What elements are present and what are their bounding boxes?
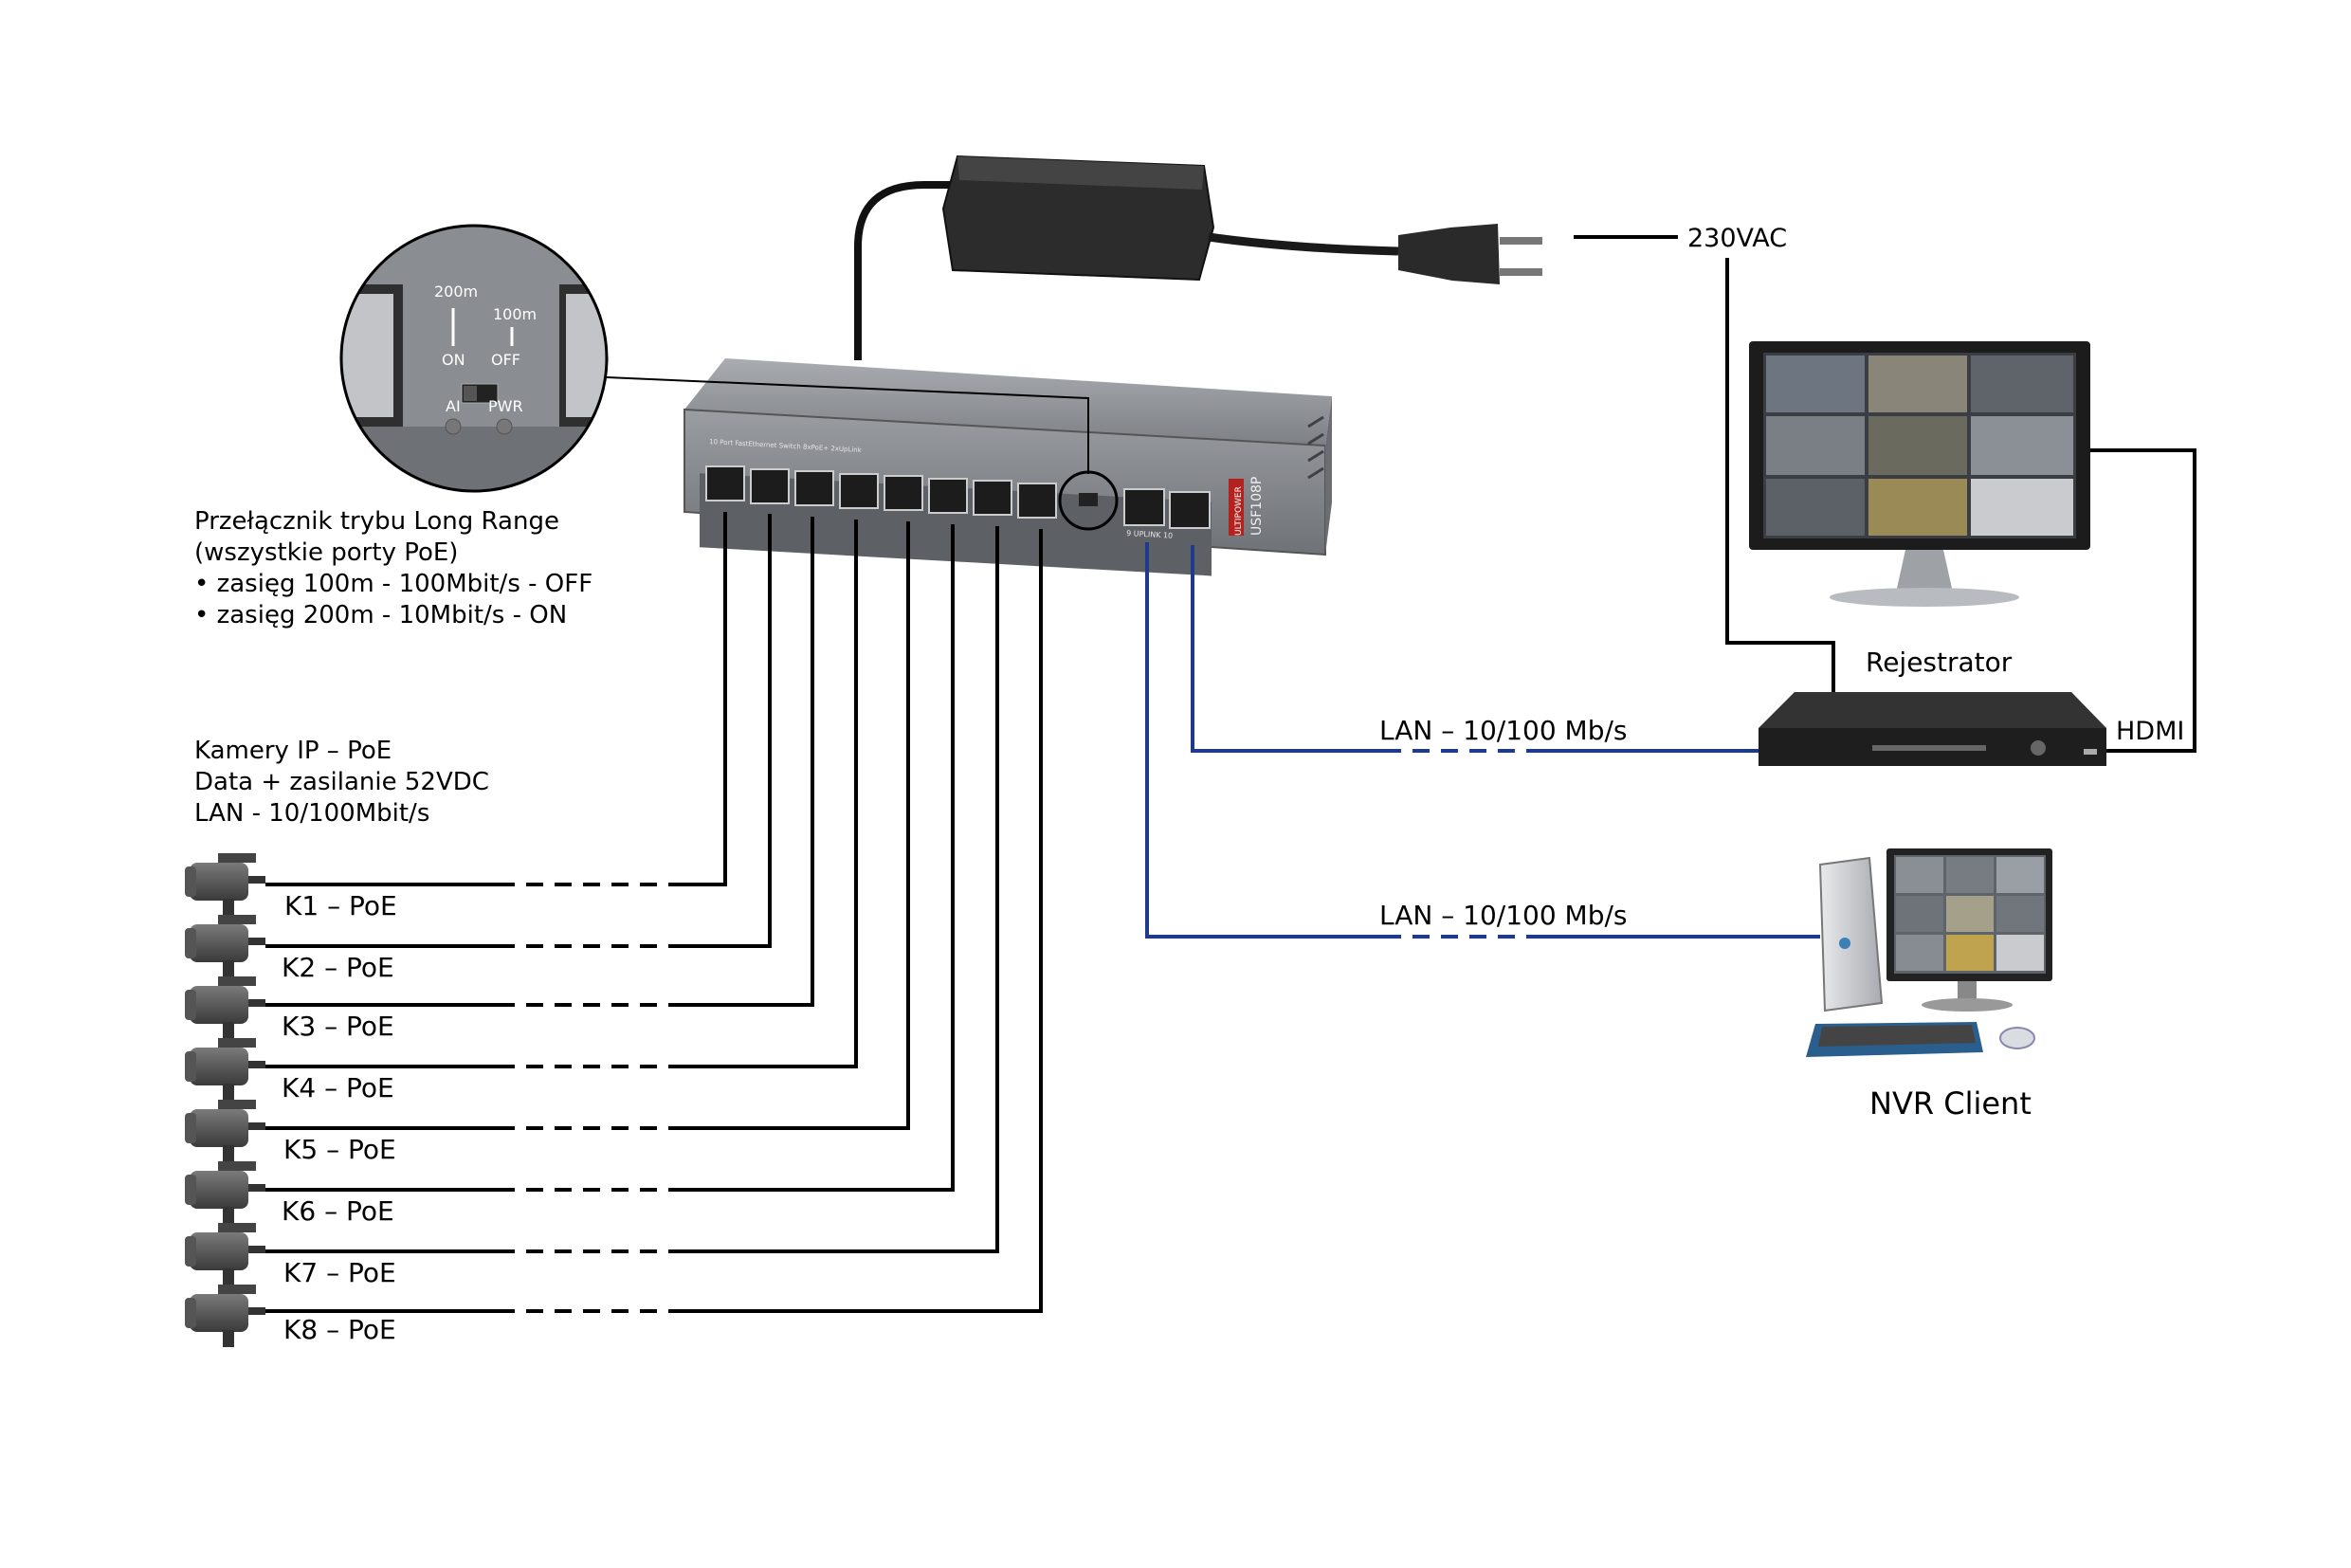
recorder-label: Rejestrator [1866,647,2013,678]
camera-icon-4 [185,1038,265,1101]
camera-icon-2 [185,915,265,977]
camera-icon-6 [185,1161,265,1224]
side-vents [1307,415,1324,480]
long-range-note-line-2: (wszystkie porty PoE) [194,538,458,567]
camera-link-8 [265,529,1043,1313]
zoom-label-ai: AI [446,397,461,415]
long-range-note: Przełącznik trybu Long Range (wszystkie … [194,507,592,629]
camera-icon-7 [185,1223,265,1285]
cameras [185,853,265,1347]
camera-icon-5 [185,1100,265,1162]
camera-icon-8 [185,1285,265,1347]
cameras-note-line-3: LAN - 10/100Mbit/s [194,799,429,828]
camera-link-2 [265,514,772,948]
nvr-client-label: NVR Client [1869,1085,2032,1121]
power-plug [1398,224,1542,284]
client-lan-label: LAN – 10/100 Mb/s [1379,900,1628,931]
zoom-leader-line [606,376,1089,474]
switch-side [1325,396,1332,555]
camera-label-6: K6 – PoE [282,1195,394,1227]
switch-brand: ULTIPOWER [1234,486,1244,536]
camera-link-1 [265,512,727,886]
rj45-port-2 [750,468,790,504]
camera-label-4: K4 – PoE [282,1072,394,1103]
monitor-stand [1896,550,1953,593]
dc-cable [854,181,953,360]
poe-switch: 10 Port FastEthernet Switch 8xPoE+ 2xUpL… [683,358,1332,576]
rj45-port-3 [794,470,834,506]
switch-model: USF108P [1249,477,1265,536]
long-range-note-line-4: • zasięg 200m - 10Mbit/s - ON [194,601,567,629]
camera-link-3 [265,517,814,1007]
power-adapter: 230VAC [854,155,1787,360]
zoom-label-pwr: PWR [488,397,523,415]
camera-label-8: K8 – PoE [283,1314,396,1345]
rj45-port-6 [928,478,968,514]
recorder-buttons [1872,740,2097,756]
client-monitor-stand [1958,981,1977,1000]
uplink-port-9 [1123,488,1165,526]
power-to-recorder-line [1725,258,1835,692]
monitor [1749,341,2090,607]
poe-ports [705,465,1057,519]
zoom-label-200m: 200m [434,283,478,301]
long-range-note-line-3: • zasięg 100m - 100Mbit/s - OFF [194,570,592,598]
recorder-lan-link [1191,545,1759,753]
uplink-caption: 9 UPLINK 10 [1126,529,1174,540]
camera-label-7: K7 – PoE [283,1257,396,1288]
ac-cable [1208,232,1399,256]
rj45-port-7 [973,480,1012,516]
camera-label-5: K5 – PoE [283,1134,396,1165]
hdmi-link [2090,448,2196,753]
switch-top [684,358,1332,446]
zoom-label-off: OFF [491,351,520,369]
uplink-port-10 [1169,491,1211,529]
rj45-port-5 [884,475,923,511]
cameras-note-line-1: Kamery IP – PoE [194,737,392,765]
client-lan-link [1145,542,1820,939]
pc-power-button [1839,938,1850,949]
camera-link-5 [265,521,910,1130]
camera-label-2: K2 – PoE [282,952,394,983]
pc-tower [1818,856,1884,1012]
cameras-note-line-2: Data + zasilanie 52VDC [194,768,489,796]
camera-link-4 [265,520,858,1068]
rj45-port-1 [705,465,745,501]
camera-link-6 [265,524,955,1192]
cameras-note: Kamery IP – PoE Data + zasilanie 52VDC L… [194,737,489,828]
camera-icon-3 [185,976,265,1039]
zoom-ring [339,224,609,493]
monitor-base [1830,588,2019,607]
nvr-client-pc [1806,848,2052,1057]
recorder-lan-label: LAN – 10/100 Mb/s [1379,715,1628,746]
mouse [1999,1027,2035,1049]
long-range-note-line-1: Przełącznik trybu Long Range [194,507,559,536]
rj45-port-8 [1017,483,1057,519]
camera-link-7 [265,526,999,1253]
camera-label-3: K3 – PoE [282,1011,394,1042]
uplink-ports [1123,488,1211,529]
rj45-port-4 [839,473,879,509]
zoom-label-on: ON [442,351,465,369]
monitor-screen [1763,353,2076,538]
camera-labels: K1 – PoE K2 – PoE K3 – PoE K4 – PoE K5 –… [282,890,397,1345]
camera-links [265,512,1043,1313]
camera-label-1: K1 – PoE [284,890,397,921]
power-label: 230VAC [1687,224,1787,253]
zoom-label-100m: 100m [493,305,537,323]
hdmi-label: HDMI [2116,717,2184,746]
camera-icon-1 [185,853,265,916]
client-monitor-base [1922,998,2013,1012]
lan-links [1145,542,1820,939]
recorder-top [1759,692,2106,728]
brand-strip [1229,479,1244,536]
recorder-device [1759,692,2106,766]
client-monitor-screen [1894,855,2046,974]
